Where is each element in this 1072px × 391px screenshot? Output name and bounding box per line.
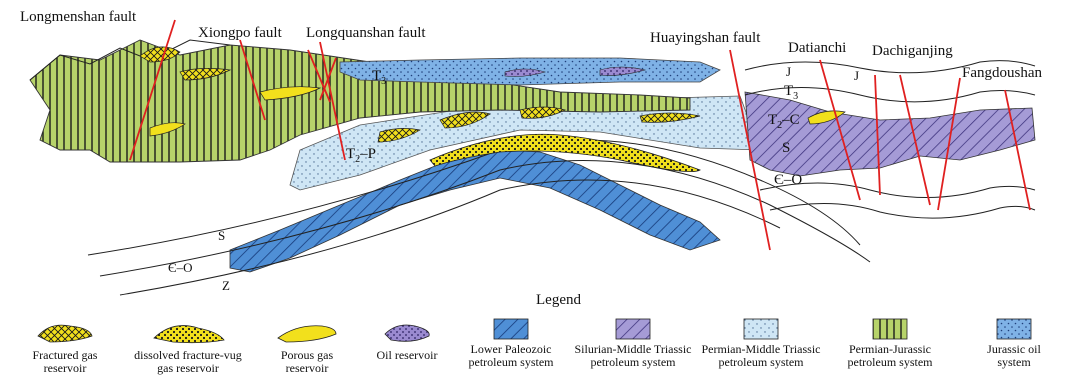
legend-label: Jurassic oil system xyxy=(964,343,1064,369)
legend-item-permian-jurassic: Permian-Jurassic petroleum system xyxy=(830,318,950,369)
legend-label: dissolved fracture-vug gas reservoir xyxy=(128,349,248,375)
legend-item-dissolved-fracture-vug: dissolved fracture-vug gas reservoir xyxy=(128,318,248,375)
silurian-middle-triassic-region xyxy=(745,92,1035,176)
fractured-gas-reservoir-icon xyxy=(30,318,100,346)
legend-title: Legend xyxy=(536,292,581,309)
j-right2-label: J xyxy=(854,68,859,83)
fangdoushan-label: Fangdoushan xyxy=(962,65,1042,81)
z-left-label: Z xyxy=(222,278,230,293)
legend-label: Silurian-Middle Triassic petroleum syste… xyxy=(570,343,696,369)
legend: Fractured gas reservoir dissolved fractu… xyxy=(0,318,1072,391)
permian-jurassic-icon xyxy=(872,318,908,340)
legend-item-oil-reservoir: Oil reservoir xyxy=(352,318,462,362)
dissolved-fracture-vug-icon xyxy=(148,318,228,346)
huayingshan-fault-label: Huayingshan fault xyxy=(650,30,761,46)
legend-label: Permian-Jurassic petroleum system xyxy=(830,343,950,369)
longmenshan-fault-label: Longmenshan fault xyxy=(20,9,137,25)
s-right-label: S xyxy=(782,140,790,156)
legend-label: Permian-Middle Triassic petroleum system xyxy=(698,343,824,369)
legend-item-lower-paleozoic: Lower Paleozoic petroleum system xyxy=(456,318,566,369)
legend-item-porous-gas: Porous gas reservoir xyxy=(252,318,362,375)
legend-label: Fractured gas reservoir xyxy=(10,349,120,375)
s-left-label: S xyxy=(218,228,225,243)
longquanshan-fault-label: Longquanshan fault xyxy=(306,25,426,41)
legend-item-jurassic-oil: Jurassic oil system xyxy=(964,318,1064,369)
legend-item-silurian-middle-triassic: Silurian-Middle Triassic petroleum syste… xyxy=(570,318,696,369)
legend-label: Porous gas reservoir xyxy=(252,349,362,375)
legend-label: Lower Paleozoic petroleum system xyxy=(456,343,566,369)
lower-paleozoic-icon xyxy=(493,318,529,340)
co-left-label: Є–O xyxy=(168,260,192,275)
co-right-label: Є–O xyxy=(774,172,802,188)
dachiganjing-label: Dachiganjing xyxy=(872,43,953,59)
legend-item-fractured-gas: Fractured gas reservoir xyxy=(10,318,120,375)
oil-reservoir-icon xyxy=(377,318,437,346)
cross-section-diagram: Longmenshan fault Xiongpo fault Longquan… xyxy=(0,0,1072,300)
permian-middle-triassic-icon xyxy=(743,318,779,340)
legend-label: Oil reservoir xyxy=(352,349,462,362)
jurassic-oil-icon xyxy=(996,318,1032,340)
legend-item-permian-middle-triassic: Permian-Middle Triassic petroleum system xyxy=(698,318,824,369)
j-right1-label: J xyxy=(786,64,791,79)
datianchi-label: Datianchi xyxy=(788,40,846,56)
xiongpo-fault-label: Xiongpo fault xyxy=(198,25,283,41)
porous-gas-reservoir-icon xyxy=(272,318,342,346)
silurian-middle-triassic-icon xyxy=(615,318,651,340)
